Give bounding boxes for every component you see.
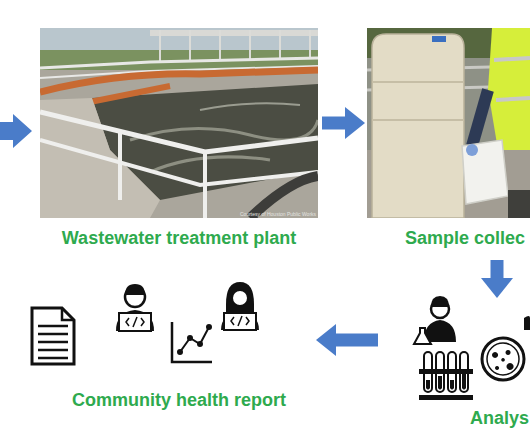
tube-rack	[419, 369, 473, 374]
scientist-head	[431, 300, 449, 318]
blue-tab	[432, 36, 446, 42]
railing-post	[120, 131, 205, 218]
sampler-cabinet	[372, 34, 464, 218]
petri-dish-inner	[487, 343, 519, 375]
sky	[40, 28, 318, 218]
report-icons	[32, 282, 259, 364]
document-icon	[32, 308, 74, 364]
sample-jug	[462, 140, 508, 204]
stage-panel: Analys	[412, 300, 530, 430]
flow-arrow	[322, 117, 345, 130]
laptop	[119, 313, 151, 331]
document-fold	[62, 308, 74, 320]
bridge-frame	[150, 30, 318, 36]
water-ripple	[150, 157, 270, 172]
coder-head	[125, 287, 145, 307]
laptop	[224, 313, 256, 330]
flow-arrow	[336, 334, 378, 347]
concrete	[40, 70, 318, 218]
analysis-icons	[414, 296, 530, 400]
cabinet-seam	[372, 82, 464, 120]
front-railing	[40, 112, 318, 152]
orange-pipe	[40, 70, 318, 92]
flask	[414, 328, 431, 344]
stage-label: Community health report	[72, 390, 286, 411]
incoming-arrow	[0, 114, 32, 148]
glove	[466, 144, 478, 156]
stage-label: Analys	[470, 408, 529, 429]
tube-liquid	[426, 374, 466, 390]
worker-arm	[472, 90, 488, 146]
water-ripple	[130, 120, 318, 140]
background	[367, 28, 530, 218]
chart-axes	[172, 322, 212, 362]
photo-credit: Courtesy of Houston Public Works	[240, 211, 316, 217]
safety-vest	[488, 28, 530, 150]
chart-dots	[177, 324, 212, 355]
front-railing	[40, 140, 318, 185]
coder-body	[221, 312, 259, 330]
sample-photo	[367, 28, 530, 218]
tube-rack	[419, 395, 473, 400]
stage-panel: Wastewater treatment plant	[40, 28, 318, 218]
water-ripple	[200, 103, 300, 110]
stage-panel: Sample collec	[367, 28, 530, 256]
bacteria-colony	[492, 350, 514, 370]
stage-panel: Community health report	[24, 278, 316, 412]
flow-arrow	[491, 260, 504, 278]
coder-head	[232, 290, 248, 306]
coder-body	[116, 310, 154, 331]
orange-pipe	[90, 86, 170, 102]
partial-icon	[524, 316, 530, 330]
stage-label: Sample collec	[405, 228, 525, 249]
document-lines	[38, 326, 68, 358]
stage-label: Wastewater treatment plant	[40, 228, 318, 249]
plant-photo	[40, 28, 318, 218]
petri-dish	[482, 338, 524, 380]
code-symbol	[231, 316, 249, 326]
grate	[508, 190, 530, 218]
reflective-stripe	[494, 58, 530, 100]
chart-line	[180, 327, 209, 352]
code-symbol	[126, 317, 144, 327]
frame-posts	[160, 30, 310, 62]
